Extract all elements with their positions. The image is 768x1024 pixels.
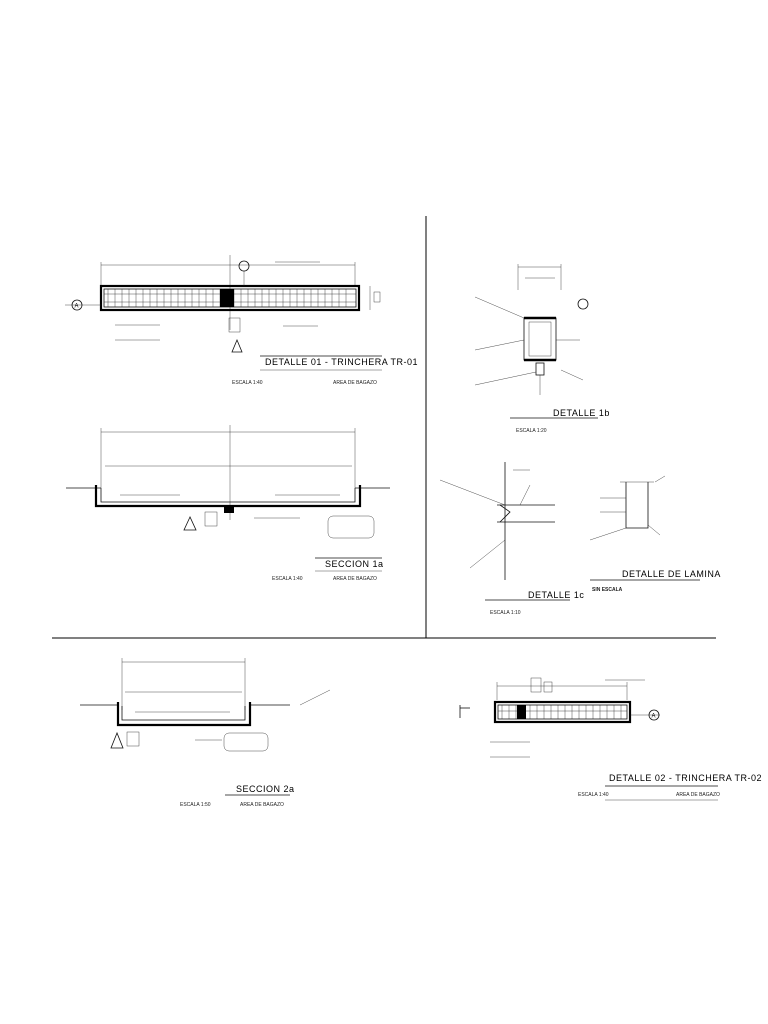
detalle-01-drawing: A xyxy=(65,255,382,371)
detalle-01-title: DETALLE 01 - TRINCHERA TR-01 xyxy=(265,357,418,367)
detalle-1b-drawing xyxy=(474,264,598,419)
callout-box-icon xyxy=(327,515,375,539)
detalle-02-area: AREA DE BAGAZO xyxy=(676,792,720,798)
detalle-02-drawing: A xyxy=(459,677,718,801)
seccion-2a-scale: ESCALA 1:50 xyxy=(180,802,211,808)
detalle-02-scale: ESCALA 1:40 xyxy=(578,792,609,798)
callout-box-icon xyxy=(223,732,269,752)
section-marker-icon xyxy=(71,299,83,311)
detalle-01-area: AREA DE BAGAZO xyxy=(333,380,377,386)
seccion-1a-scale: ESCALA 1:40 xyxy=(272,576,303,582)
detalle-1c-drawing xyxy=(439,462,570,601)
detalle-1b-scale: ESCALA 1:20 xyxy=(516,428,547,434)
detalle-lamina-scale: SIN ESCALA xyxy=(592,587,623,593)
detalle-01-scale: ESCALA 1:40 xyxy=(232,380,263,386)
seccion-2a-area: AREA DE BAGAZO xyxy=(240,802,284,808)
seccion-2a-drawing xyxy=(80,658,331,796)
detalle-1b-title: DETALLE 1b xyxy=(553,408,610,418)
section-marker-icon xyxy=(238,260,250,272)
section-marker-icon xyxy=(648,709,660,721)
level-triangle-icon xyxy=(183,516,197,531)
detalle-1c-title: DETALLE 1c xyxy=(528,590,584,600)
detalle-1c-scale: ESCALA 1:10 xyxy=(490,610,521,616)
section-marker-label: A xyxy=(652,714,656,720)
seccion-1a-title: SECCION 1a xyxy=(325,559,384,569)
section-marker-label: A xyxy=(75,304,79,310)
level-triangle-icon xyxy=(110,731,124,749)
level-triangle-icon xyxy=(231,338,243,353)
seccion-1a-drawing xyxy=(66,425,390,572)
detalle-lamina-drawing xyxy=(589,475,700,581)
detalle-lamina-title: DETALLE DE LAMINA xyxy=(622,569,721,579)
seccion-1a-area: AREA DE BAGAZO xyxy=(333,576,377,582)
detalle-02-title: DETALLE 02 - TRINCHERA TR-02 xyxy=(609,773,762,783)
seccion-2a-title: SECCION 2a xyxy=(236,784,295,794)
section-marker-icon xyxy=(577,298,589,310)
